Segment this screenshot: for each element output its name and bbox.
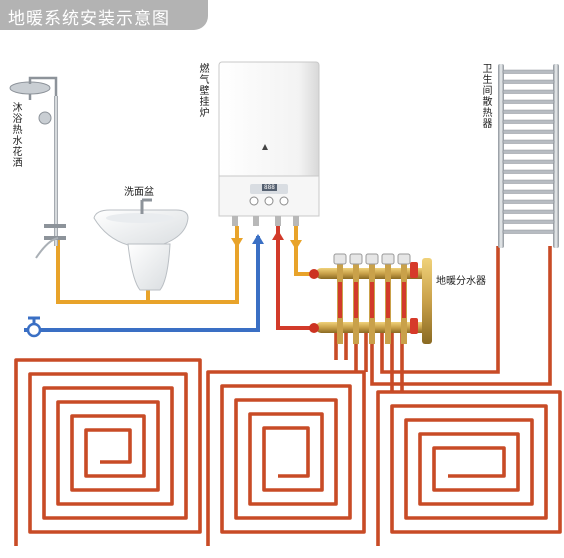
manifold-port	[381, 253, 395, 344]
radiator-bar	[502, 189, 555, 194]
radiator-pipe	[370, 246, 552, 386]
radiator-bar	[502, 109, 555, 114]
manifold-port	[365, 253, 379, 344]
boiler-display: 888	[262, 184, 277, 191]
radiator-bar	[502, 119, 555, 124]
floor-loop-left	[14, 358, 202, 546]
page-title: 地暖系统安装示意图	[8, 9, 170, 29]
manifold-ports	[333, 253, 411, 344]
towel-radiator-icon	[498, 64, 559, 248]
basin-label: 洗面盆	[124, 187, 154, 198]
radiator-bar	[502, 139, 555, 144]
radiator-bar	[502, 129, 555, 134]
cold-water-pipe	[24, 236, 260, 332]
shower-icon	[9, 76, 66, 259]
gas-boiler-icon	[218, 61, 320, 226]
radiator-bar	[502, 89, 555, 94]
radiator-bar	[502, 179, 555, 184]
floor-loop-right	[376, 390, 562, 546]
radiator-bar	[502, 199, 555, 204]
radiator-bar	[502, 149, 555, 154]
radiator-bar	[502, 69, 555, 74]
manifold-port	[349, 253, 363, 344]
shower-label: 沐浴热水花洒	[12, 103, 23, 169]
manifold-valve-icon[interactable]	[309, 269, 319, 333]
boiler-label: 燃气壁挂炉	[199, 64, 210, 119]
radiator-bar	[502, 229, 555, 234]
title-banner: 地暖系统安装示意图	[0, 0, 208, 30]
manifold-port	[397, 253, 411, 344]
cold-water-valve-icon[interactable]	[26, 316, 42, 338]
radiator-bar	[502, 209, 555, 214]
radiator-bar	[502, 79, 555, 84]
hot-water-arrow-icon	[231, 238, 243, 248]
radiator-bar	[502, 219, 555, 224]
manifold-port	[333, 253, 347, 344]
manifold-label: 地暖分水器	[436, 276, 486, 287]
radiator-bar	[502, 169, 555, 174]
radiator-bar	[502, 159, 555, 164]
radiator-bar	[502, 99, 555, 104]
wash-basin-icon	[93, 198, 189, 291]
heating-flow-arrow-icon	[272, 230, 302, 250]
towel-radiator-label: 卫生间散热器	[482, 64, 493, 130]
floor-heating-loops	[14, 330, 562, 546]
hot-water-pipe	[56, 226, 239, 304]
cold-water-arrow-icon	[252, 234, 264, 244]
floor-loop-middle	[206, 370, 366, 546]
